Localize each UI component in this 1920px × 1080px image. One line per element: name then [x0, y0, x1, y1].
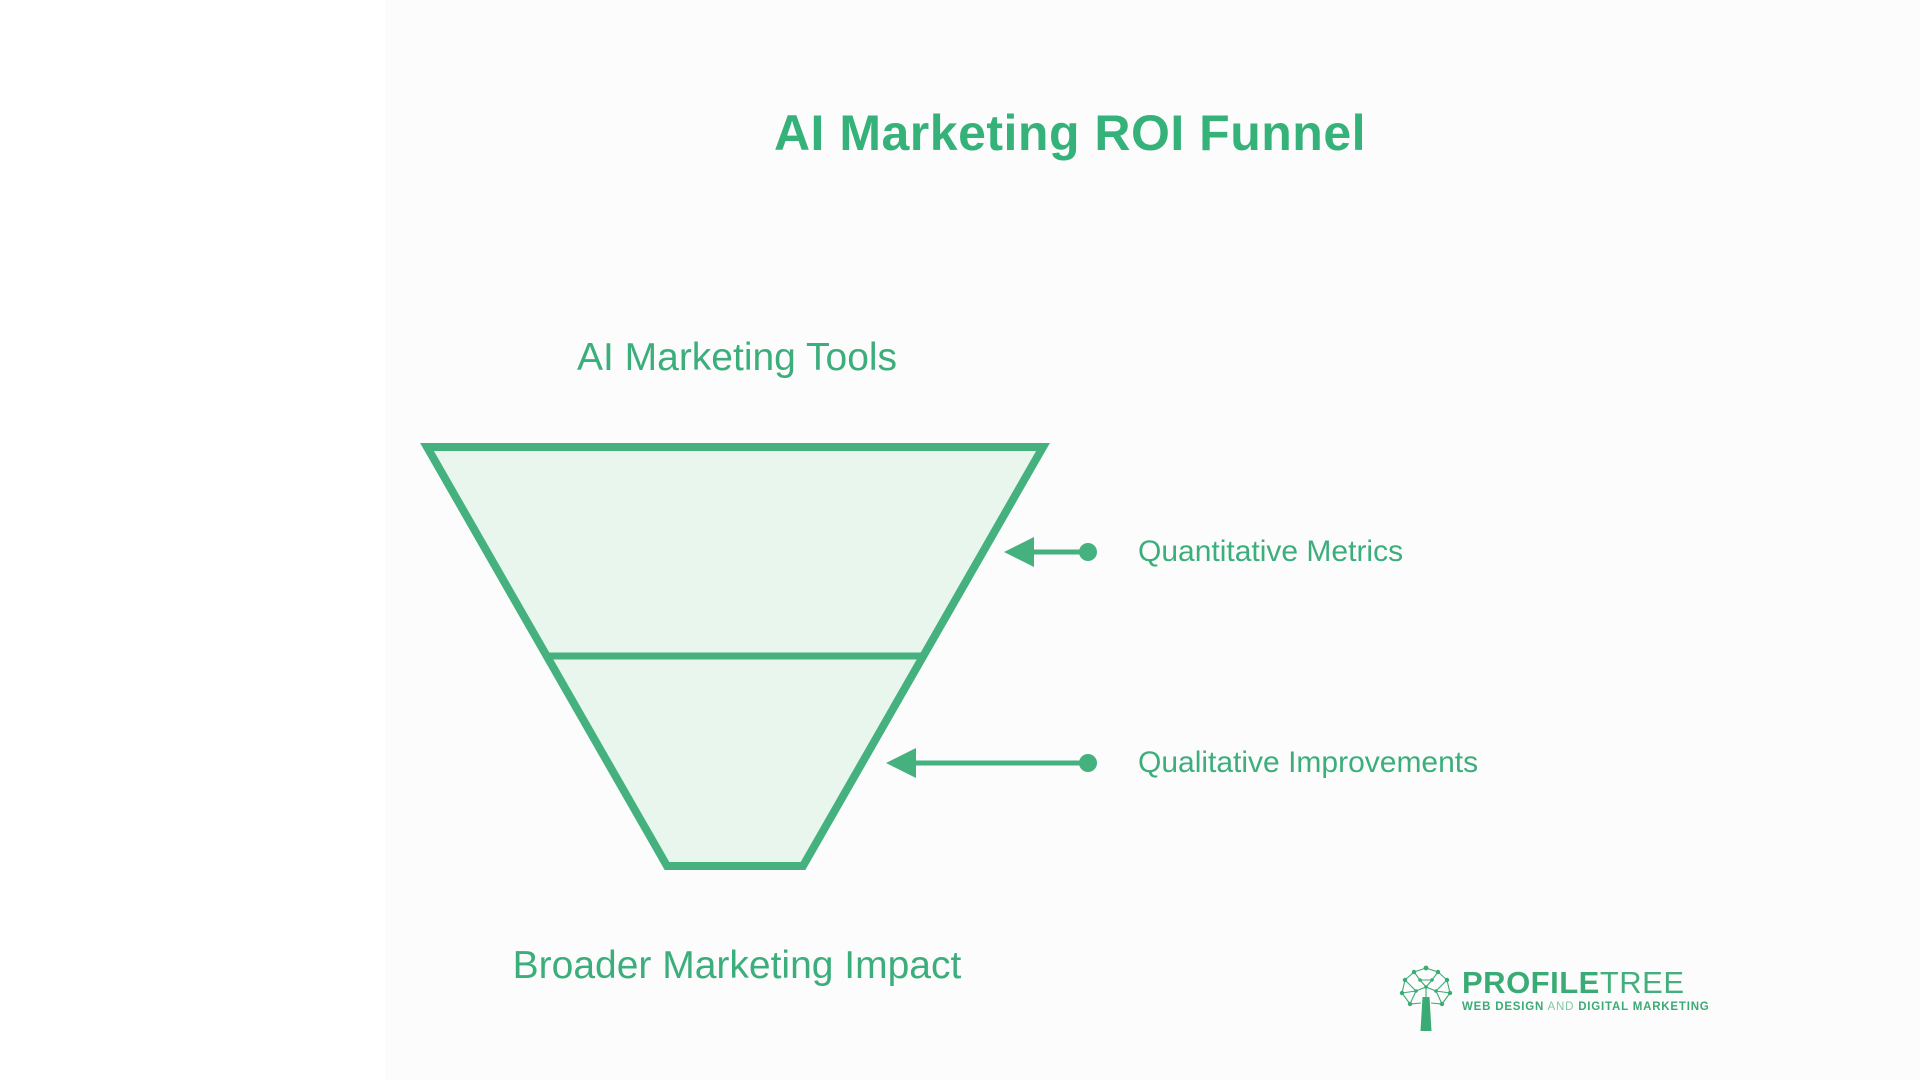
funnel-output-label: Broader Marketing Impact	[512, 944, 962, 987]
logo-brand-light: TREE	[1599, 965, 1685, 1000]
callout-quantitative-metrics: Quantitative Metrics	[1138, 535, 1404, 568]
funnel-input-label: AI Marketing Tools	[576, 336, 898, 379]
logo-tagline-lead: WEB DESIGN	[1462, 1001, 1545, 1013]
callout-qualitative-improvements: Qualitative Improvements	[1138, 746, 1479, 779]
logo-brand-name: PROFILETREE	[1462, 967, 1710, 998]
logo-tagline: WEB DESIGN AND DIGITAL MARKETING	[1462, 1001, 1710, 1013]
logo-tagline-and: AND	[1547, 1001, 1575, 1013]
logo-text-block: PROFILETREE WEB DESIGN AND DIGITAL MARKE…	[1462, 963, 1710, 1013]
arrow-dot-icon	[1079, 543, 1097, 561]
arrow-left-icon	[886, 748, 916, 778]
profiletree-logo: PROFILETREE WEB DESIGN AND DIGITAL MARKE…	[1398, 963, 1709, 1035]
quantitative-arrow	[1004, 537, 1097, 567]
page-title: AI Marketing ROI Funnel	[773, 105, 1367, 161]
arrow-left-icon	[1004, 537, 1034, 567]
tree-network-icon	[1399, 965, 1453, 1031]
logo-brand-bold: PROFILE	[1462, 965, 1600, 1000]
qualitative-arrow	[886, 748, 1097, 778]
arrow-dot-icon	[1079, 754, 1097, 772]
logo-tagline-tail: DIGITAL MARKETING	[1578, 1001, 1710, 1013]
